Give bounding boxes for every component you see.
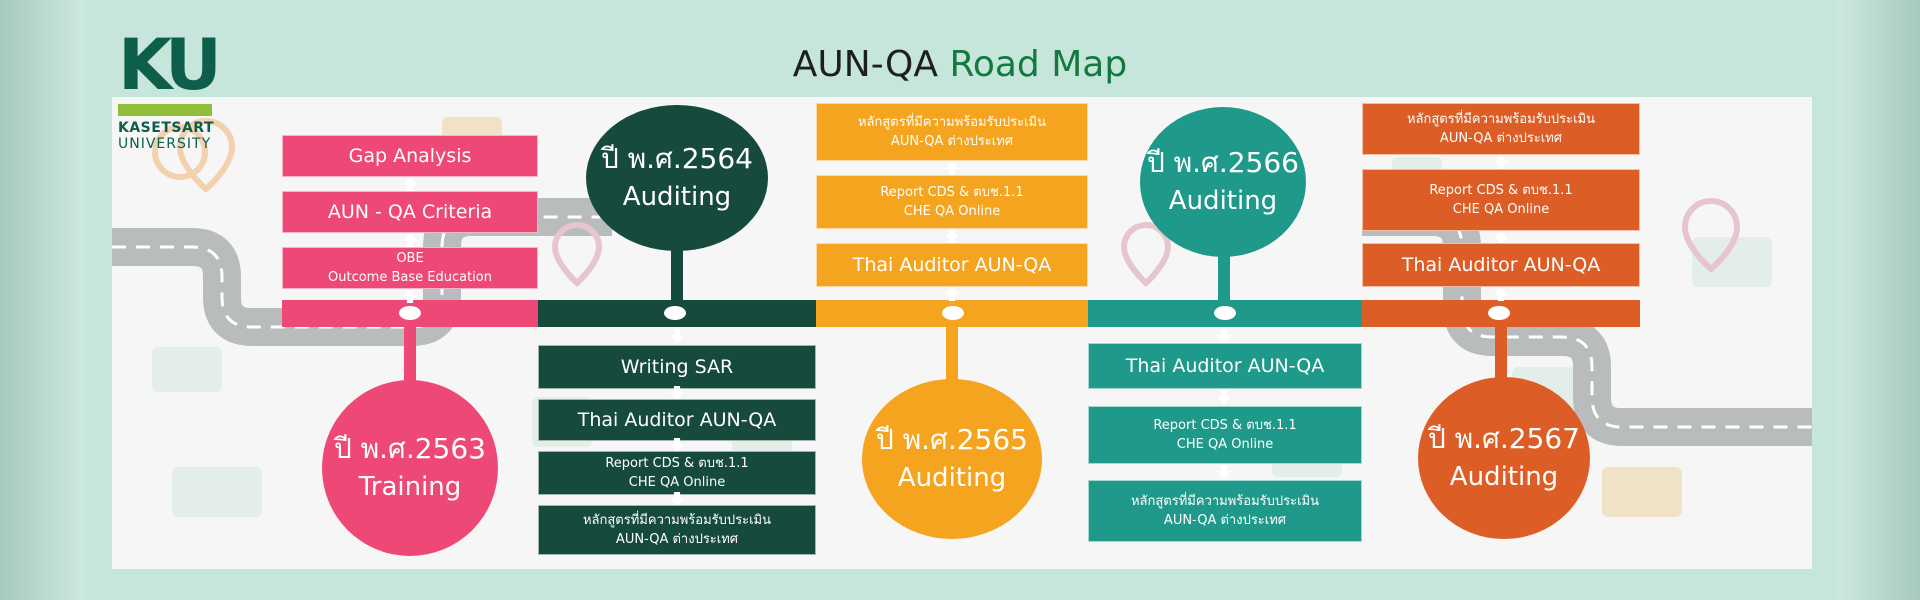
- stem-2564: [671, 247, 683, 302]
- stem-2566: [1218, 252, 1230, 302]
- logo-line1: KASETSART: [118, 120, 214, 136]
- band-dot: [1214, 306, 1236, 320]
- box-thai-auditor: Thai Auditor AUN-QA: [1088, 343, 1362, 389]
- band-dot: [399, 306, 421, 320]
- page-title: AUN-QA Road Map: [0, 44, 1920, 85]
- box-thai-auditor: Thai Auditor AUN-QA: [1362, 243, 1640, 287]
- band-segment-2566: [1088, 300, 1362, 327]
- box-aun-qa-criteria: AUN - QA Criteria: [282, 191, 538, 233]
- band-segment-2564: [538, 300, 816, 327]
- logo-line2: UNIVERSITY: [118, 136, 212, 152]
- box-writing-sar: Writing SAR: [538, 345, 816, 389]
- band-segment-2567: [1362, 300, 1640, 327]
- title-accent: Road Map: [949, 44, 1128, 85]
- band-dot: [1488, 306, 1510, 320]
- right-blur-margin: [1836, 0, 1920, 600]
- band-dot: [942, 306, 964, 320]
- stem-2563: [404, 327, 416, 397]
- band-segment-2563: [282, 300, 538, 327]
- band-dot: [664, 306, 686, 320]
- ku-logo: KU KASETSART UNIVERSITY: [118, 30, 222, 152]
- logo-mark: KU: [118, 24, 222, 106]
- box-gap-analysis: Gap Analysis: [282, 135, 538, 177]
- band-segment-2565: [816, 300, 1088, 327]
- title-main: AUN-QA: [792, 44, 938, 85]
- box-thai-auditor: Thai Auditor AUN-QA: [538, 399, 816, 441]
- left-blur-margin: [0, 0, 84, 600]
- logo-bar: [118, 104, 212, 116]
- box-thai-auditor: Thai Auditor AUN-QA: [816, 243, 1088, 287]
